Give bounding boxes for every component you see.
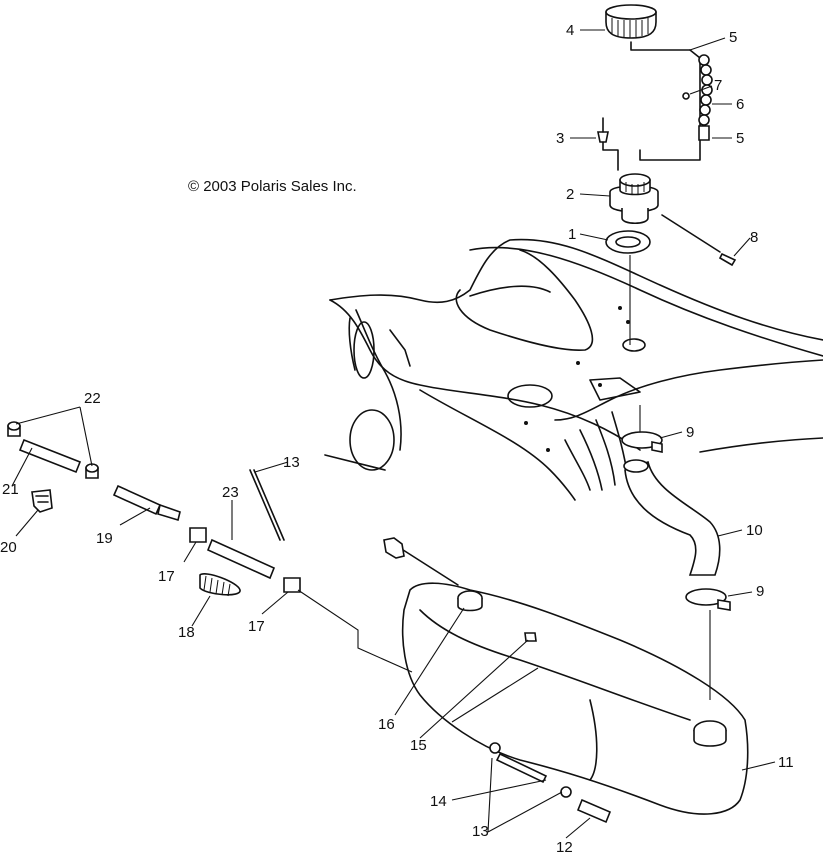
route-line-left xyxy=(297,589,413,673)
callout-6: 6 xyxy=(736,96,744,113)
callout-9-lower: 9 xyxy=(756,583,764,600)
sleeve-part-17-right xyxy=(283,577,301,593)
callout-13-top: 13 xyxy=(283,454,300,471)
insulator-part-18 xyxy=(199,573,241,597)
filler-neck-part-2 xyxy=(609,173,659,225)
tie-strap-part-13 xyxy=(249,469,285,541)
callout-14: 14 xyxy=(430,793,447,810)
callout-4: 4 xyxy=(566,22,574,39)
callout-18: 18 xyxy=(178,624,195,641)
callout-23: 23 xyxy=(222,484,239,501)
callout-11: 11 xyxy=(778,754,794,771)
callout-5-top: 5 xyxy=(729,29,737,46)
route-line-mid xyxy=(451,667,539,723)
callout-15: 15 xyxy=(410,737,427,754)
callout-21: 21 xyxy=(2,481,19,498)
vehicle-body-frame xyxy=(324,238,823,501)
callout-5-bottom: 5 xyxy=(736,130,744,147)
tether-part-5-6-7 xyxy=(630,41,713,161)
callout-2: 2 xyxy=(566,186,574,203)
callout-16: 16 xyxy=(378,716,395,733)
fuel-cap-part-4 xyxy=(605,4,657,39)
callout-numbers: 4 5 7 6 3 5 2 1 8 9 10 9 11 12 13 14 15 … xyxy=(0,22,794,853)
sleeve-part-17-left xyxy=(189,527,207,543)
callout-17-left: 17 xyxy=(158,568,175,585)
pipe-part-21 xyxy=(18,438,82,474)
gasket-part-1 xyxy=(605,230,651,254)
fuel-hose-part-10 xyxy=(623,459,721,576)
callout-17-right: 17 xyxy=(248,618,265,635)
callout-22: 22 xyxy=(84,390,101,407)
cap-part-22-top xyxy=(7,421,21,437)
cap-part-22-bottom xyxy=(85,463,99,479)
callout-13-bottom: 13 xyxy=(472,823,489,840)
clip-part-20 xyxy=(31,489,53,513)
callout-20: 20 xyxy=(0,539,17,556)
callout-1: 1 xyxy=(568,226,576,243)
fitting-part-12 xyxy=(560,786,612,824)
sender-wire-part-16 xyxy=(383,537,459,586)
line-part-14 xyxy=(489,742,548,784)
callout-19: 19 xyxy=(96,530,113,547)
rivet-part-3 xyxy=(597,117,619,171)
hose-part-23 xyxy=(206,538,276,580)
callout-8: 8 xyxy=(750,229,758,246)
clamp-part-9-upper xyxy=(621,431,663,453)
callout-12: 12 xyxy=(556,839,573,853)
callout-leaders xyxy=(11,29,776,839)
callout-9-upper: 9 xyxy=(686,424,694,441)
callout-3: 3 xyxy=(556,130,564,147)
fuel-tank-part-11 xyxy=(401,582,749,815)
fuel-filter-part-19 xyxy=(112,484,181,522)
screw-part-8 xyxy=(661,214,737,267)
clamp-part-9-lower xyxy=(685,588,731,611)
copyright-text: © 2003 Polaris Sales Inc. xyxy=(188,178,357,195)
callout-10: 10 xyxy=(746,522,763,539)
callout-7: 7 xyxy=(714,77,722,94)
